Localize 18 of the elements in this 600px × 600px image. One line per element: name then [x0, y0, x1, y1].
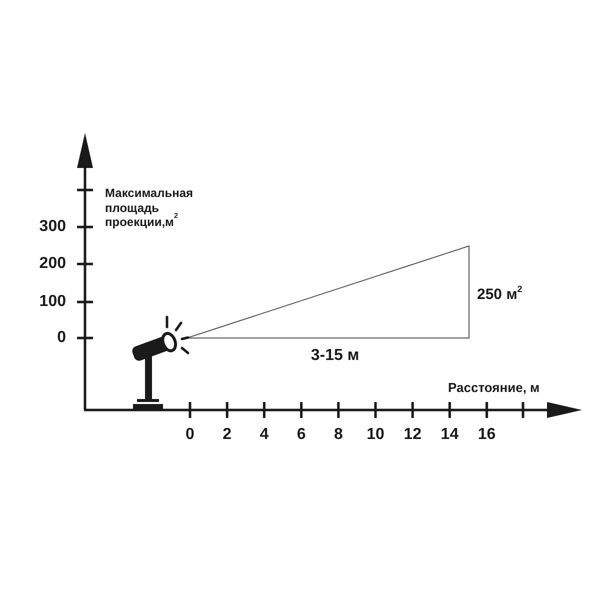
- dimension-label: 3-15 м: [310, 347, 360, 365]
- axis-title: Расстояние, м: [448, 380, 540, 396]
- tick-label: 200: [39, 255, 66, 273]
- tick-label: 14: [440, 426, 459, 444]
- tick-label: 0: [186, 426, 194, 444]
- tick-label: 0: [57, 329, 66, 347]
- axis-title: Максимальная площадь проекции,м$^{2}$: [105, 186, 194, 230]
- tick-label: 6: [296, 426, 306, 444]
- tick-label: 300: [39, 218, 66, 236]
- tick-label: 100: [39, 293, 66, 311]
- projection-triangle: [186, 245, 470, 338]
- tick-label: 4: [260, 426, 269, 444]
- tick-label: 8: [334, 426, 343, 444]
- tick-label: 16: [478, 426, 496, 444]
- tick-label: 10: [366, 426, 384, 444]
- tick-label: 12: [404, 426, 422, 444]
- tick-label: 2: [222, 426, 232, 444]
- dimension-label: 250 м$^{2}$: [477, 286, 522, 304]
